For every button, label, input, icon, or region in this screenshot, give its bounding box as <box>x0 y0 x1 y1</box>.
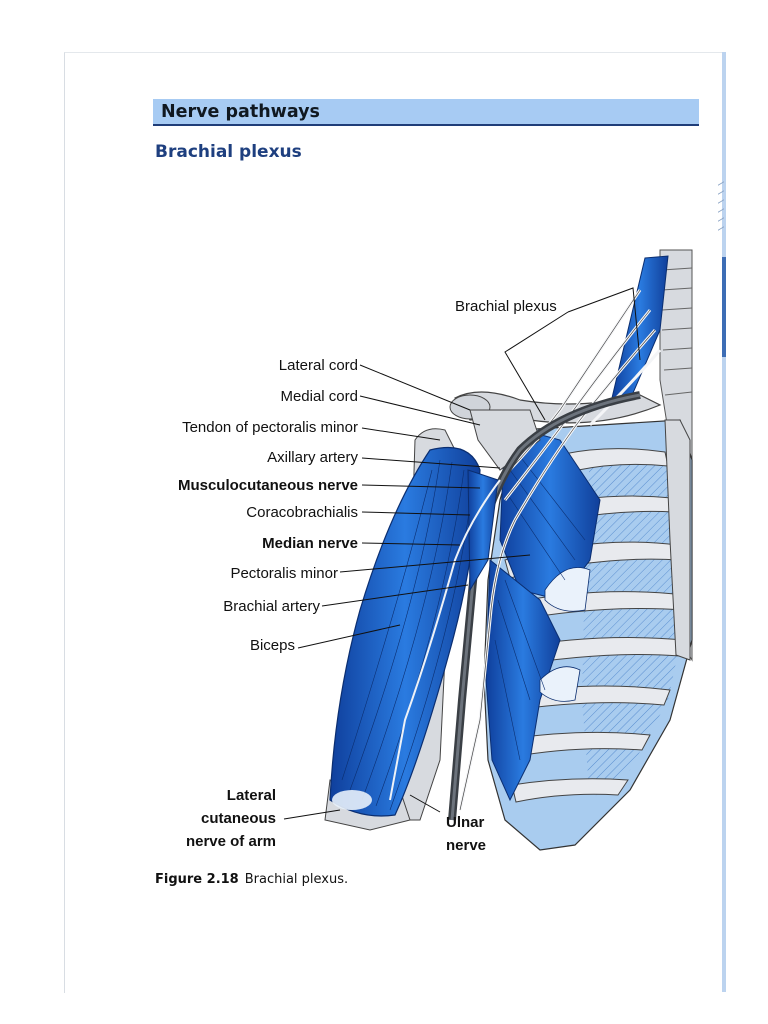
anatomy-figure: Brachial plexus Lateral cord Medial cord… <box>150 245 695 860</box>
label-medial-cord: Medial cord <box>280 388 358 405</box>
biceps-muscle <box>329 446 481 817</box>
label-lateral-cord: Lateral cord <box>279 357 358 374</box>
section-title: Nerve pathways <box>161 102 320 122</box>
leader-lines <box>283 287 641 820</box>
label-brachial-artery: Brachial artery <box>223 598 320 615</box>
label-lateral-cutaneous-line1: Lateral <box>227 787 276 804</box>
label-median-nerve: Median nerve <box>262 535 358 552</box>
musculocutaneous-nerve-shape <box>389 479 501 801</box>
figure-caption-text: Brachial plexus. <box>244 872 349 887</box>
brachial-plexus-illustration: Brachial plexus Lateral cord Medial cord… <box>178 249 693 854</box>
figure-number: Figure 2.18 <box>155 872 239 887</box>
sternum <box>664 419 691 661</box>
subsection-title: Brachial plexus <box>155 142 302 162</box>
page-edge-ticks <box>716 175 726 245</box>
page-edge-strip <box>722 52 726 992</box>
figure-caption: Figure 2.18 Brachial plexus. <box>155 872 348 887</box>
label-tendon-pectoralis-minor: Tendon of pectoralis minor <box>182 419 358 436</box>
label-biceps: Biceps <box>250 637 295 654</box>
label-lateral-cutaneous-line2: cutaneous <box>201 810 276 827</box>
chest-muscles <box>485 424 601 802</box>
label-axillary-artery: Axillary artery <box>267 449 358 466</box>
label-lateral-cutaneous-line3: nerve of arm <box>186 833 276 850</box>
label-ulnar-line2: nerve <box>446 837 486 854</box>
label-ulnar-line1: Ulnar <box>446 814 485 831</box>
page-edge-marker <box>722 257 726 357</box>
label-coracobrachialis: Coracobrachialis <box>246 504 358 521</box>
label-brachial-plexus: Brachial plexus <box>455 298 557 315</box>
section-header-bar: Nerve pathways <box>153 99 699 126</box>
label-musculocutaneous-nerve: Musculocutaneous nerve <box>178 477 358 494</box>
label-pectoralis-minor: Pectoralis minor <box>230 565 338 582</box>
